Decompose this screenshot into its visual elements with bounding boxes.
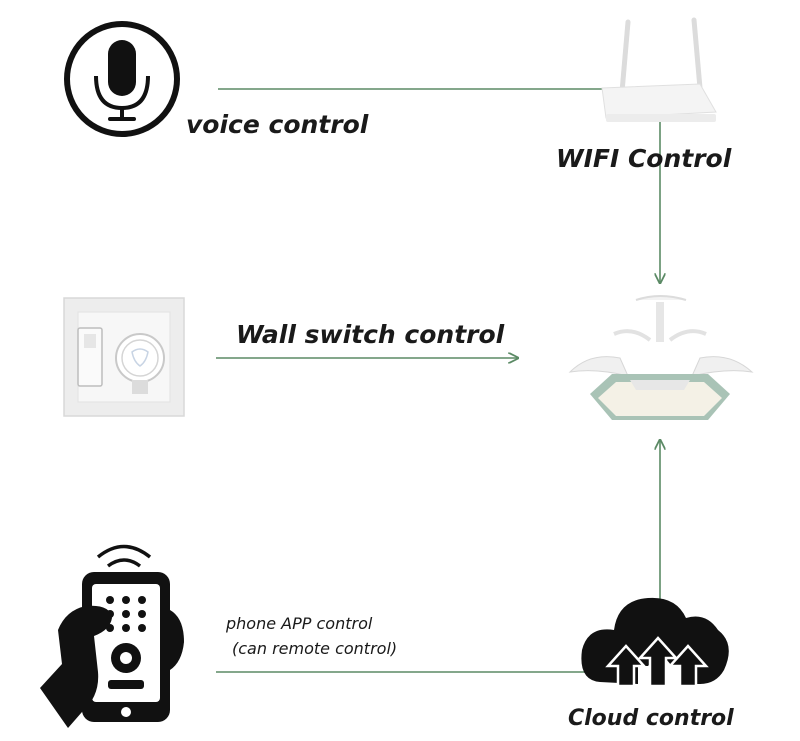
cloud-control-label: Cloud control xyxy=(568,706,734,731)
wifi-control-label: WIFI Control xyxy=(556,144,732,173)
phone-remote-icon xyxy=(40,544,184,728)
connectors xyxy=(216,88,660,673)
wall-switch-icon xyxy=(63,297,185,417)
remote-control-note-label: (can remote control) xyxy=(232,639,398,658)
voice-control-label: voice control xyxy=(186,110,369,139)
ceiling-fan-icon xyxy=(568,295,754,420)
router-icon xyxy=(601,17,717,122)
microphone-icon xyxy=(64,21,180,137)
wall-switch-control-label: Wall switch control xyxy=(236,320,505,349)
cloud-upload-icon xyxy=(581,597,729,688)
phone-app-control-label: phone APP control xyxy=(226,614,373,633)
